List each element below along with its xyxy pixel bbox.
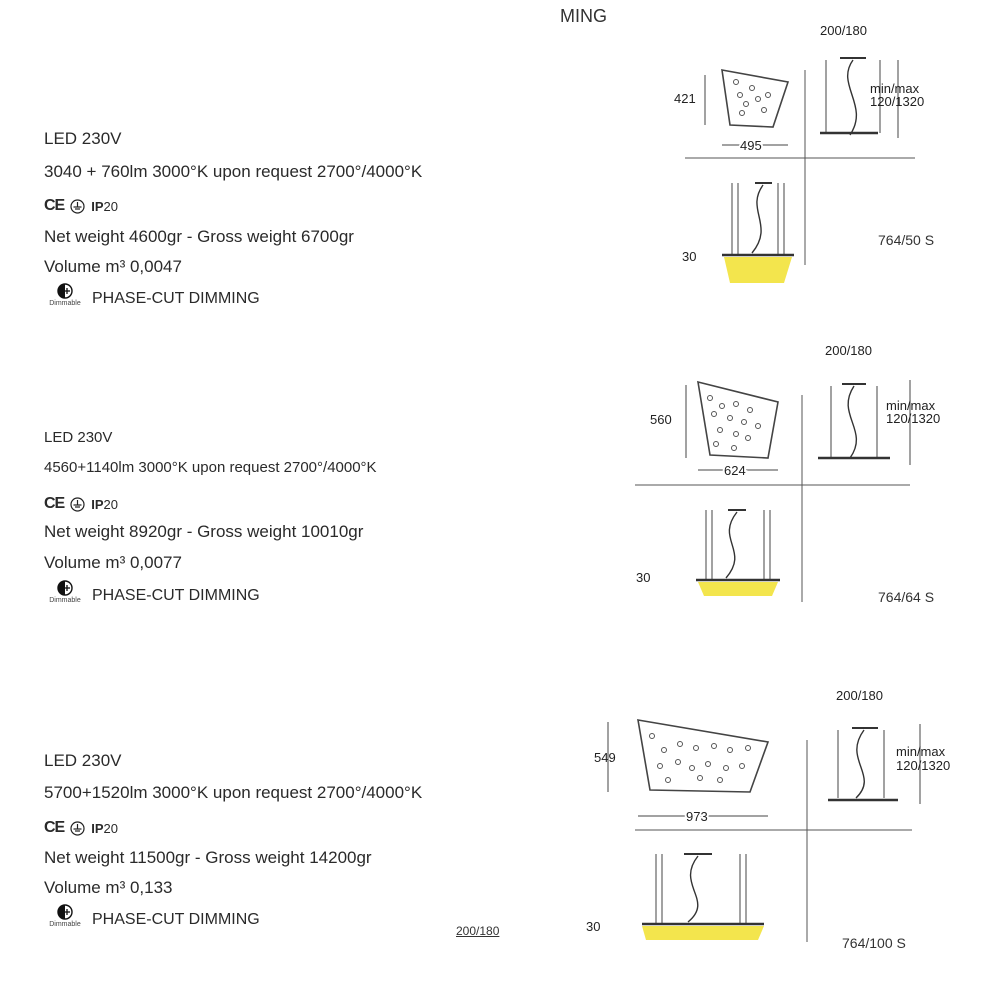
dim-range: 120/1320: [886, 411, 940, 426]
volume-text: Volume m³ 0,0077: [44, 553, 182, 572]
panel-top-view: [637, 719, 770, 793]
lumen-text: 5700+1520lm 3000°K upon request 2700°/40…: [44, 783, 423, 802]
dimmable-icon: [57, 283, 73, 299]
dim-minmax: min/max: [886, 398, 936, 413]
dimmable-icon: [57, 580, 73, 596]
dim-minmax: min/max: [870, 81, 920, 96]
led-voltage: LED 230V: [44, 751, 122, 770]
panel-top-view: [697, 380, 779, 459]
lumen-text: 3040 + 760lm 3000°K upon request 2700°/4…: [44, 162, 423, 181]
dim-minmax: min/max: [896, 744, 946, 759]
dim-top: 200/180: [836, 688, 883, 703]
volume-text: Volume m³ 0,0047: [44, 257, 182, 276]
weight-text: Net weight 8920gr - Gross weight 10010gr: [44, 522, 364, 541]
dimmable-label: Dimmable: [49, 921, 81, 928]
dim-width: 624: [724, 463, 746, 478]
light-glow: [724, 257, 792, 283]
panel-top-view: [721, 69, 790, 128]
ground-symbol-icon: [70, 496, 85, 512]
dim-height: 560: [650, 412, 672, 427]
product-code: 764/100 S: [842, 935, 906, 951]
ip-label: IP: [91, 820, 104, 836]
ground-symbol-icon: [70, 820, 85, 836]
dimmable-icon: [57, 904, 73, 920]
light-glow: [642, 926, 764, 940]
dimming-row: Dimmable PHASE-CUT DIMMING: [42, 283, 260, 307]
dim-width: 495: [740, 138, 762, 153]
dimming-text: PHASE-CUT DIMMING: [92, 587, 260, 604]
dim-top: 200/180: [820, 23, 867, 38]
dim-range: 120/1320: [896, 758, 950, 773]
volume-text: Volume m³ 0,133: [44, 878, 173, 897]
certification-row: CE IP20: [44, 820, 118, 836]
dim-thickness: 30: [682, 249, 696, 264]
product-code: 764/50 S: [878, 232, 934, 248]
ce-mark: CE: [44, 819, 65, 836]
dimmable-label: Dimmable: [49, 300, 81, 307]
page-header: MING: [560, 6, 607, 26]
ce-mark: CE: [44, 495, 65, 512]
product-code: 764/64 S: [878, 589, 934, 605]
ground-symbol-icon: [70, 198, 85, 214]
dim-thickness: 30: [636, 570, 650, 585]
dim-height: 421: [674, 91, 696, 106]
ip-value: 20: [103, 496, 118, 512]
certification-row: CE IP20: [44, 198, 118, 214]
dim-width: 973: [686, 809, 708, 824]
technical-drawing-1: 421 495 200/180 min/max 120/1320 30 764/…: [660, 15, 940, 295]
ip-value: 20: [103, 198, 118, 214]
dimming-text: PHASE-CUT DIMMING: [92, 911, 260, 928]
footer-note: 200/180: [456, 924, 500, 938]
ip-label: IP: [91, 198, 104, 214]
dimmable-label: Dimmable: [49, 597, 81, 604]
dim-thickness: 30: [586, 919, 600, 934]
weight-text: Net weight 11500gr - Gross weight 14200g…: [44, 848, 372, 867]
dim-range: 120/1320: [870, 94, 924, 109]
light-glow: [698, 582, 778, 596]
ip-value: 20: [103, 820, 118, 836]
dim-top: 200/180: [825, 343, 872, 358]
dimming-text: PHASE-CUT DIMMING: [92, 290, 260, 307]
dim-height: 549: [594, 750, 616, 765]
technical-drawing-2: 560 624 200/180 min/max 120/1320 30 764/…: [630, 340, 940, 620]
dimming-row: Dimmable PHASE-CUT DIMMING: [42, 580, 260, 604]
led-voltage: LED 230V: [44, 429, 113, 446]
dimming-row: Dimmable PHASE-CUT DIMMING: [42, 904, 260, 928]
ce-mark: CE: [44, 197, 65, 214]
certification-row: CE IP20: [44, 496, 118, 512]
led-voltage: LED 230V: [44, 129, 122, 148]
ip-label: IP: [91, 496, 104, 512]
weight-text: Net weight 4600gr - Gross weight 6700gr: [44, 227, 354, 246]
lumen-text: 4560+1140lm 3000°K upon request 2700°/40…: [44, 459, 377, 476]
technical-drawing-3: 549 973 200/180 min/max 120/1320 30 764/…: [580, 680, 970, 965]
